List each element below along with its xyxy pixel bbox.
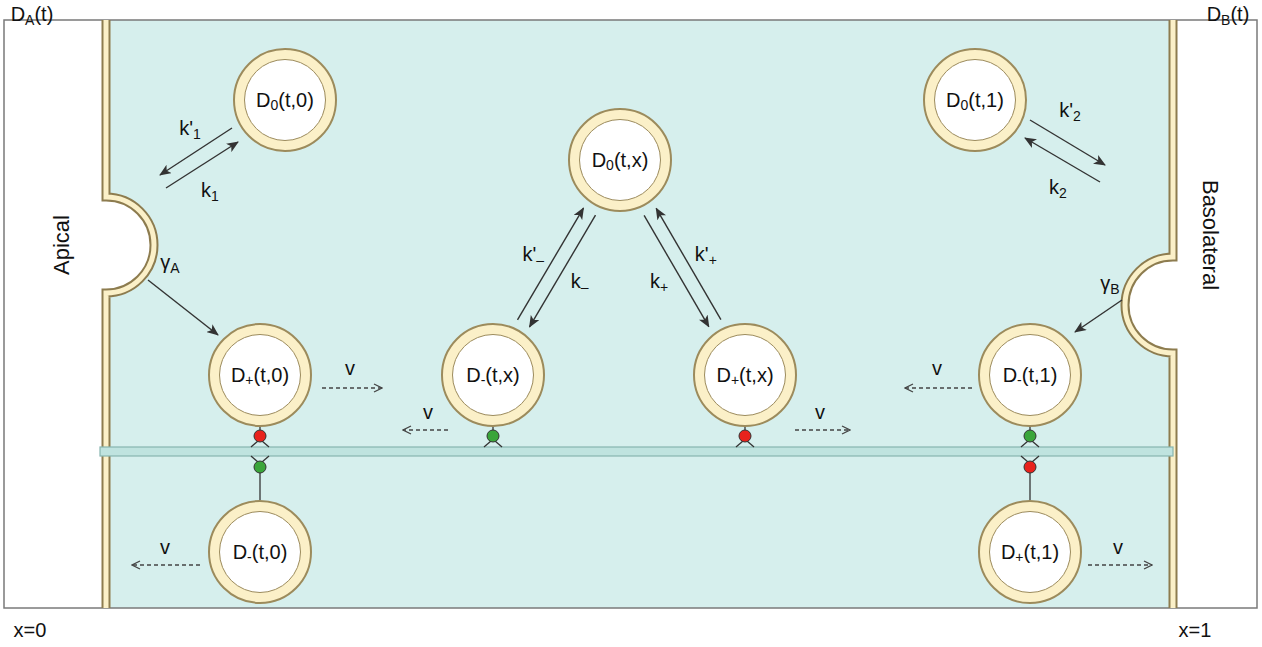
vesicle-label: D+(t,x) [716,364,773,387]
basolateral-membrane-fill [1125,20,1173,608]
rate-constant: k2 [1049,175,1067,199]
minus-vesicle: D-(t,1) [978,323,1082,427]
membrane-name: Basolateral [1197,180,1223,290]
microtubule [100,447,1173,456]
vesicle-label: D-(t,0) [233,541,288,564]
velocity-label: v [345,356,355,380]
rate-constant: γA [160,250,179,274]
rate-constant: k'– [522,242,544,266]
rate-arrow [644,215,709,326]
velocity-label: v [815,400,825,424]
stationary-vesicle: D0(t,1) [923,48,1027,152]
vesicle-label: D-(t,1) [1003,364,1058,387]
position-label: x=0 [14,618,47,642]
motor-proteins [254,430,1036,473]
basolateral-membrane [1125,20,1173,608]
rate-arrow [656,208,721,319]
apical-membrane [106,20,154,608]
vesicle-label: D0(t,0) [256,89,314,112]
rate-constant: k– [571,269,589,293]
frame [4,20,1257,608]
minus-vesicle: D-(t,x) [441,323,545,427]
rate-constant: γB [1100,271,1119,295]
cytoplasm [106,20,1173,608]
plus-vesicle: D+(t,0) [208,323,312,427]
rate-arrow [517,208,583,320]
basolateral-pit [1125,257,1173,353]
apical-pit [106,197,154,293]
boundary-concentration: DB(t) [1207,2,1250,26]
rate-constant: k'+ [695,242,717,266]
rate-constant: k'2 [1059,98,1081,122]
position-label: x=1 [1179,618,1212,642]
rate-arrows [148,120,1122,335]
boundary-concentration: DA(t) [11,2,54,26]
vesicle-label: D0(t,1) [946,89,1004,112]
velocity-label: v [1113,535,1123,559]
velocity-label: v [423,400,433,424]
vesicle-label: D+(t,1) [1001,541,1059,564]
membrane-name: Apical [49,215,75,275]
vesicle-label: D+(t,0) [231,364,289,387]
rate-arrow [530,215,596,327]
apical-membrane-fill [106,20,154,608]
vesicle-label: D0(t,x) [592,149,649,172]
rate-constant: k+ [650,269,668,293]
rate-constant: k1 [201,178,219,202]
plus-vesicle: D+(t,x) [693,323,797,427]
stationary-vesicle: D0(t,x) [568,108,672,212]
stationary-vesicle: D0(t,0) [233,48,337,152]
velocity-label: v [932,356,942,380]
minus-vesicle: D-(t,0) [208,500,312,604]
motor-legs [251,427,1039,500]
plus-vesicle: D+(t,1) [978,500,1082,604]
rate-constant: k'1 [179,116,201,140]
vesicle-label: D-(t,x) [466,364,520,387]
velocity-label: v [160,535,170,559]
